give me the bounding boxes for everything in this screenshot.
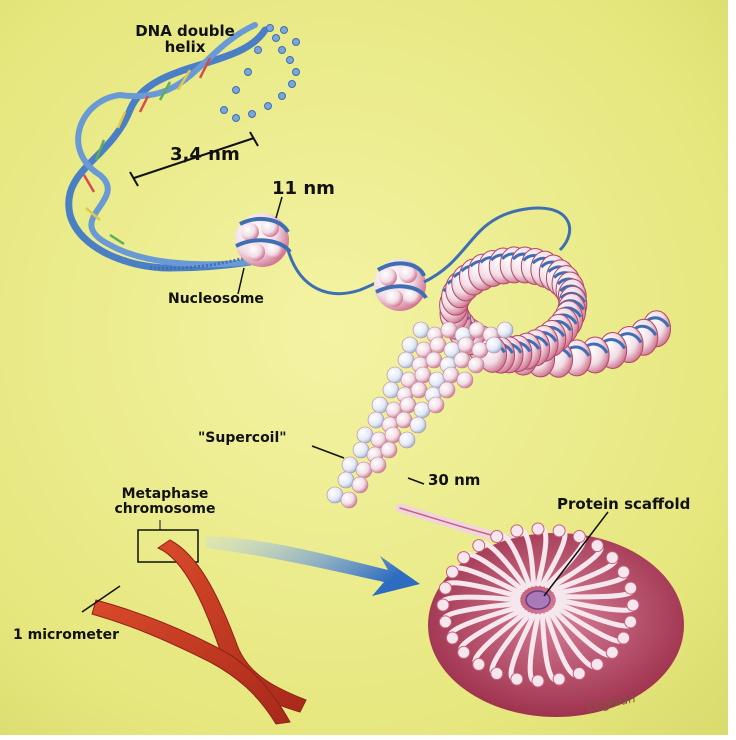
loop-tip (439, 616, 451, 628)
supercoil-bead (469, 322, 485, 338)
nucleosome-bead-2 (374, 259, 426, 311)
supercoil-bead (454, 352, 470, 368)
label-1-micrometer: 1 micrometer (13, 628, 119, 643)
loop-tip (553, 525, 565, 537)
loop-tip (473, 540, 485, 552)
supercoil-bead (381, 442, 397, 458)
loop-tip (446, 632, 458, 644)
loop-tip (437, 599, 449, 611)
supercoil-bead (342, 457, 358, 473)
supercoil-bead (441, 322, 457, 338)
supercoil-bead (352, 477, 368, 493)
supercoil-bead (457, 372, 473, 388)
label-protein-scaffold: Protein scaffold (557, 497, 690, 513)
loop-tip (625, 616, 637, 628)
label-metaphase-line2: chromosome (100, 502, 230, 517)
loop-tip (618, 632, 630, 644)
loop-tip (625, 582, 637, 594)
label-supercoil: "Supercoil" (198, 431, 287, 446)
label-dna-double-helix: DNA double helix (110, 24, 260, 56)
supercoil-bead (439, 382, 455, 398)
loop-tip (532, 523, 544, 535)
label-30-nm: 30 nm (428, 473, 480, 489)
loop-tip (573, 667, 585, 679)
loop-tip (458, 552, 470, 564)
supercoil-bead (368, 412, 384, 428)
loop-tip (606, 552, 618, 564)
supercoil-bead (415, 367, 431, 383)
supercoil-bead (486, 337, 502, 353)
supercoil-bead (411, 382, 427, 398)
loop-tip (606, 646, 618, 658)
supercoil-bead (399, 432, 415, 448)
supercoil-bead (468, 357, 484, 373)
loop-tip (627, 599, 639, 611)
supercoil-bead (385, 427, 401, 443)
label-metaphase-chromosome: Metaphase chromosome (100, 487, 230, 516)
loop-tip (532, 675, 544, 687)
loop-tip (591, 658, 603, 670)
supercoil-bead (398, 352, 414, 368)
supercoil-bead (370, 457, 386, 473)
label-11-nm: 11 nm (272, 180, 335, 199)
supercoil-bead (428, 397, 444, 413)
supercoil-bead (356, 462, 372, 478)
supercoil-bead (443, 367, 459, 383)
supercoil-bead (372, 397, 388, 413)
right-margin (728, 0, 736, 735)
loop-tip (591, 540, 603, 552)
loop-tip (458, 646, 470, 658)
supercoil-bead (402, 337, 418, 353)
supercoil-bead (430, 337, 446, 353)
label-3-4-nm: 3,4 nm (170, 146, 240, 165)
supercoil-bead (387, 367, 403, 383)
supercoil-bead (472, 342, 488, 358)
supercoil-bead (396, 412, 412, 428)
supercoil-bead (327, 487, 343, 503)
supercoil-bead (426, 352, 442, 368)
loop-tip (618, 566, 630, 578)
loop-tip (573, 531, 585, 543)
supercoil-bead (383, 382, 399, 398)
label-metaphase-line1: Metaphase (100, 487, 230, 502)
loop-tip (491, 531, 503, 543)
label-nucleosome: Nucleosome (168, 292, 264, 307)
loop-tip (511, 525, 523, 537)
loop-tip (553, 673, 565, 685)
supercoil-bead (413, 322, 429, 338)
loop-tip (491, 667, 503, 679)
supercoil-bead (414, 402, 430, 418)
loop-tip (439, 582, 451, 594)
supercoil-bead (458, 337, 474, 353)
label-dna-line2: helix (110, 40, 260, 56)
loop-tip (473, 658, 485, 670)
supercoil-bead (357, 427, 373, 443)
supercoil-bead (497, 322, 513, 338)
loop-tip (446, 566, 458, 578)
supercoil-bead (410, 417, 426, 433)
supercoil-bead (400, 397, 416, 413)
supercoil-bead (338, 472, 354, 488)
supercoil-bead (353, 442, 369, 458)
loop-tip (511, 673, 523, 685)
supercoil-bead (341, 492, 357, 508)
